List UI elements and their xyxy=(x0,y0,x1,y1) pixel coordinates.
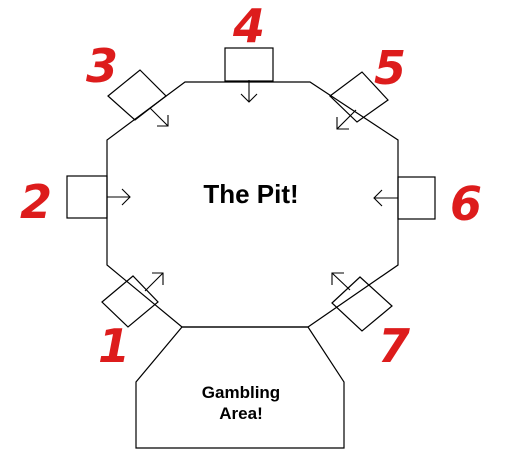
number-5: 5 xyxy=(374,41,406,95)
gambling-area-outline xyxy=(135,326,345,449)
table-numbers: 4 3 5 2 6 1 7 xyxy=(20,0,482,373)
table-1 xyxy=(101,275,159,328)
number-3: 3 xyxy=(86,39,118,93)
number-6: 6 xyxy=(450,177,482,231)
table-7 xyxy=(331,276,393,332)
number-2: 2 xyxy=(20,175,52,229)
arrow-3 xyxy=(149,107,169,127)
arrow-6 xyxy=(373,189,398,207)
table-3 xyxy=(107,69,167,121)
table-2 xyxy=(66,175,108,219)
arrow-7 xyxy=(331,272,351,291)
arrow-2 xyxy=(107,188,131,206)
table-6 xyxy=(397,176,436,220)
gambling-area-label-line1: Gambling xyxy=(202,383,280,402)
number-7: 7 xyxy=(378,319,410,373)
table-5 xyxy=(329,71,389,123)
pit-title: The Pit! xyxy=(203,179,298,209)
number-4: 4 xyxy=(232,0,265,53)
arrow-1 xyxy=(144,272,164,292)
number-1: 1 xyxy=(98,319,130,373)
arrow-5 xyxy=(336,109,357,130)
gambling-area-label-line2: Area! xyxy=(219,404,262,423)
arrow-4 xyxy=(240,80,258,103)
